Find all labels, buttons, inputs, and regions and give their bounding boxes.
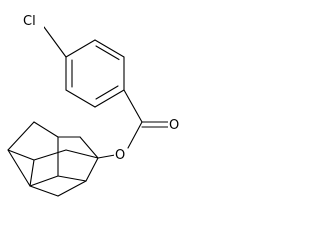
o-ether-mask	[114, 147, 126, 163]
ring-bond	[65, 89, 96, 108]
structure-canvas: Cl O O	[7, 12, 180, 197]
chlorine-label: Cl	[23, 14, 36, 29]
ring-bond	[94, 39, 125, 58]
cage-bond	[29, 185, 59, 197]
molecule-drawing: Cl O O	[7, 12, 180, 197]
c-cl-bond	[43, 26, 67, 58]
cage-bond	[29, 159, 35, 187]
benzene-ring	[65, 39, 125, 108]
cage-bond	[57, 180, 87, 197]
cage-bond	[7, 149, 31, 187]
cl-label-mask	[22, 12, 44, 28]
carbonyl-oxygen-label: O	[169, 118, 179, 133]
cage-bond	[29, 175, 59, 187]
cage-bond	[57, 175, 87, 182]
cage-bond	[65, 149, 99, 159]
adamantane-cage	[7, 121, 99, 197]
aromatic-inner-bond	[95, 45, 120, 61]
ring-bond	[65, 39, 96, 58]
cage-bond	[33, 149, 67, 161]
ester-single-bond	[127, 121, 143, 149]
o-adamantyl-bond	[97, 154, 116, 159]
cage-bond	[33, 121, 59, 138]
ether-oxygen-label: O	[115, 148, 125, 163]
o-carbonyl-mask	[168, 117, 180, 133]
ring-bond	[94, 89, 125, 108]
cage-bond	[79, 136, 99, 159]
ring-carbonyl-bond	[123, 89, 143, 123]
cage-bond	[7, 121, 35, 151]
aromatic-inner-bond	[95, 85, 119, 100]
cage-bond	[85, 157, 99, 182]
cage-bond	[7, 149, 35, 161]
